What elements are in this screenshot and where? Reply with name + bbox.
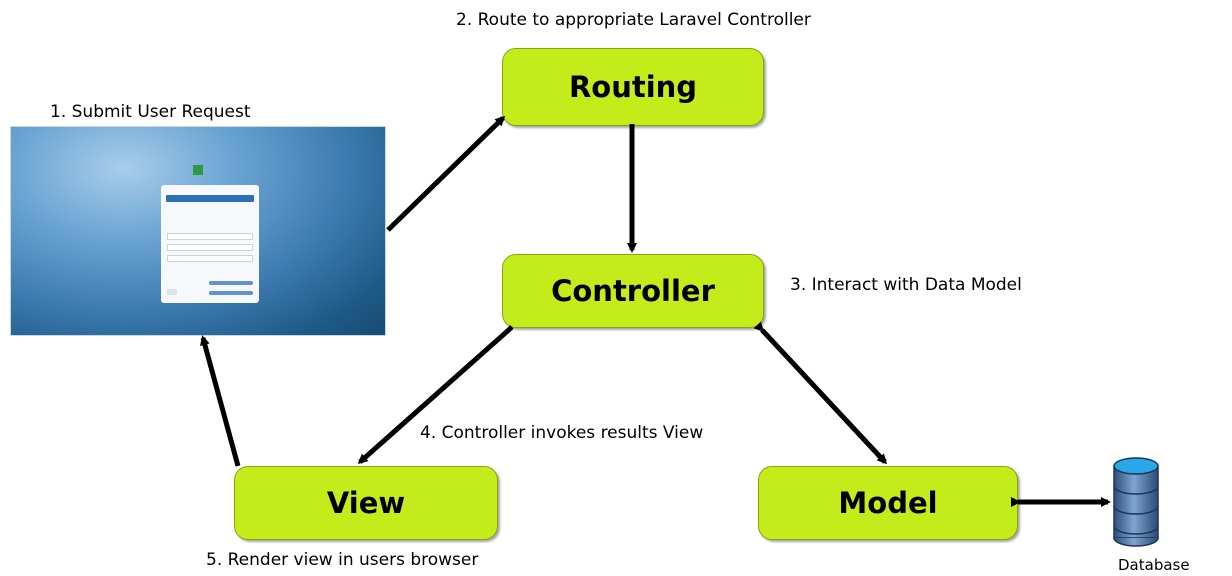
database-label: Database <box>1118 556 1190 574</box>
step3-label: 3. Interact with Data Model <box>790 275 1022 295</box>
step1-label: 1. Submit User Request <box>50 102 251 122</box>
screenshot-field-3 <box>167 255 253 262</box>
model-node: Model <box>758 466 1018 540</box>
arrow-submit-to-routing <box>386 115 506 232</box>
view-node: View <box>234 466 498 540</box>
arrow-view-to-browser <box>200 335 241 467</box>
routing-node: Routing <box>502 48 764 126</box>
step5-label: 5. Render view in users browser <box>206 550 479 570</box>
login-page-screenshot <box>10 126 386 336</box>
screenshot-logo-icon <box>193 165 203 175</box>
screenshot-login-card <box>161 185 259 303</box>
screenshot-pill-1 <box>209 281 253 285</box>
arrow-controller-model <box>753 321 888 465</box>
screenshot-field-2 <box>167 244 253 251</box>
arrow-controller-to-view <box>357 325 514 464</box>
step4-label: 4. Controller invokes results View <box>420 423 704 443</box>
screenshot-pill-2 <box>209 291 253 295</box>
step2-label: 2. Route to appropriate Laravel Controll… <box>456 10 811 30</box>
screenshot-field-1 <box>167 233 253 240</box>
screenshot-login-button <box>166 195 254 202</box>
screenshot-small-button <box>167 289 177 295</box>
database-cylinder-icon <box>1113 457 1159 547</box>
controller-node: Controller <box>502 254 764 328</box>
